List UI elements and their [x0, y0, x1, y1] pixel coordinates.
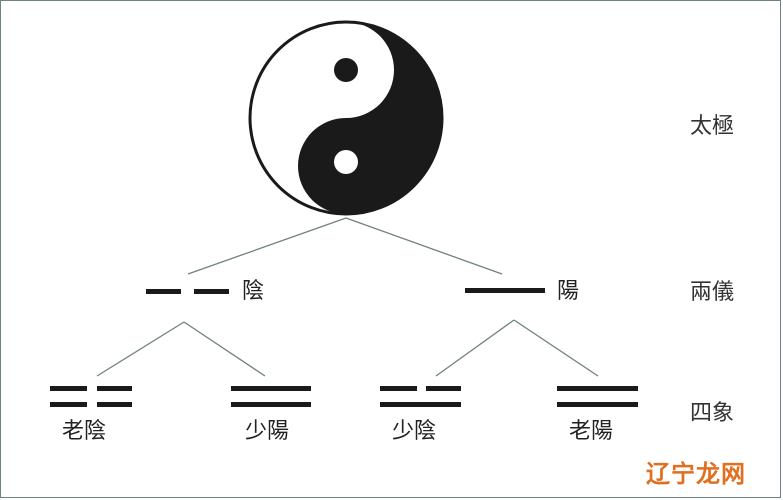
watermark-logo: 辽宁龙网: [646, 460, 746, 488]
row-title-liangyi: 兩儀: [690, 280, 735, 305]
connector-yin-oldyin: [96, 321, 185, 377]
label-young-yin: 少陰: [392, 419, 437, 444]
old-yang-symbol: [557, 386, 638, 407]
yin-line-right: [194, 289, 229, 294]
connector-taiji-yang: [345, 217, 503, 275]
young-yang-symbol: [231, 386, 311, 407]
taiji-symbol: [248, 20, 444, 216]
taiji-dark-dot: [334, 58, 358, 82]
connector-yang-oldyang: [513, 319, 599, 377]
taiji-light-dot: [334, 150, 358, 174]
row-title-taiji: 太極: [690, 114, 735, 139]
yang-line: [465, 288, 545, 293]
yin-line-left: [146, 289, 181, 294]
connector-yang-youngyin: [435, 319, 515, 377]
row-title-sixiang: 四象: [690, 401, 735, 426]
liangyi-lines: [146, 288, 545, 294]
young-yin-symbol: [380, 386, 461, 407]
label-young-yang: 少陽: [245, 419, 290, 444]
connector-yin-youngyang: [183, 321, 266, 377]
old-yin-symbol: [50, 386, 132, 407]
label-yin: 陰: [242, 279, 265, 304]
connector-taiji-yin: [187, 217, 347, 275]
sixiang-lines: [50, 386, 638, 407]
label-old-yin: 老陰: [62, 419, 107, 444]
connectors: [96, 217, 599, 377]
taiji-dark-half: [298, 22, 442, 214]
label-old-yang: 老陽: [569, 419, 614, 444]
label-yang: 陽: [557, 279, 580, 304]
